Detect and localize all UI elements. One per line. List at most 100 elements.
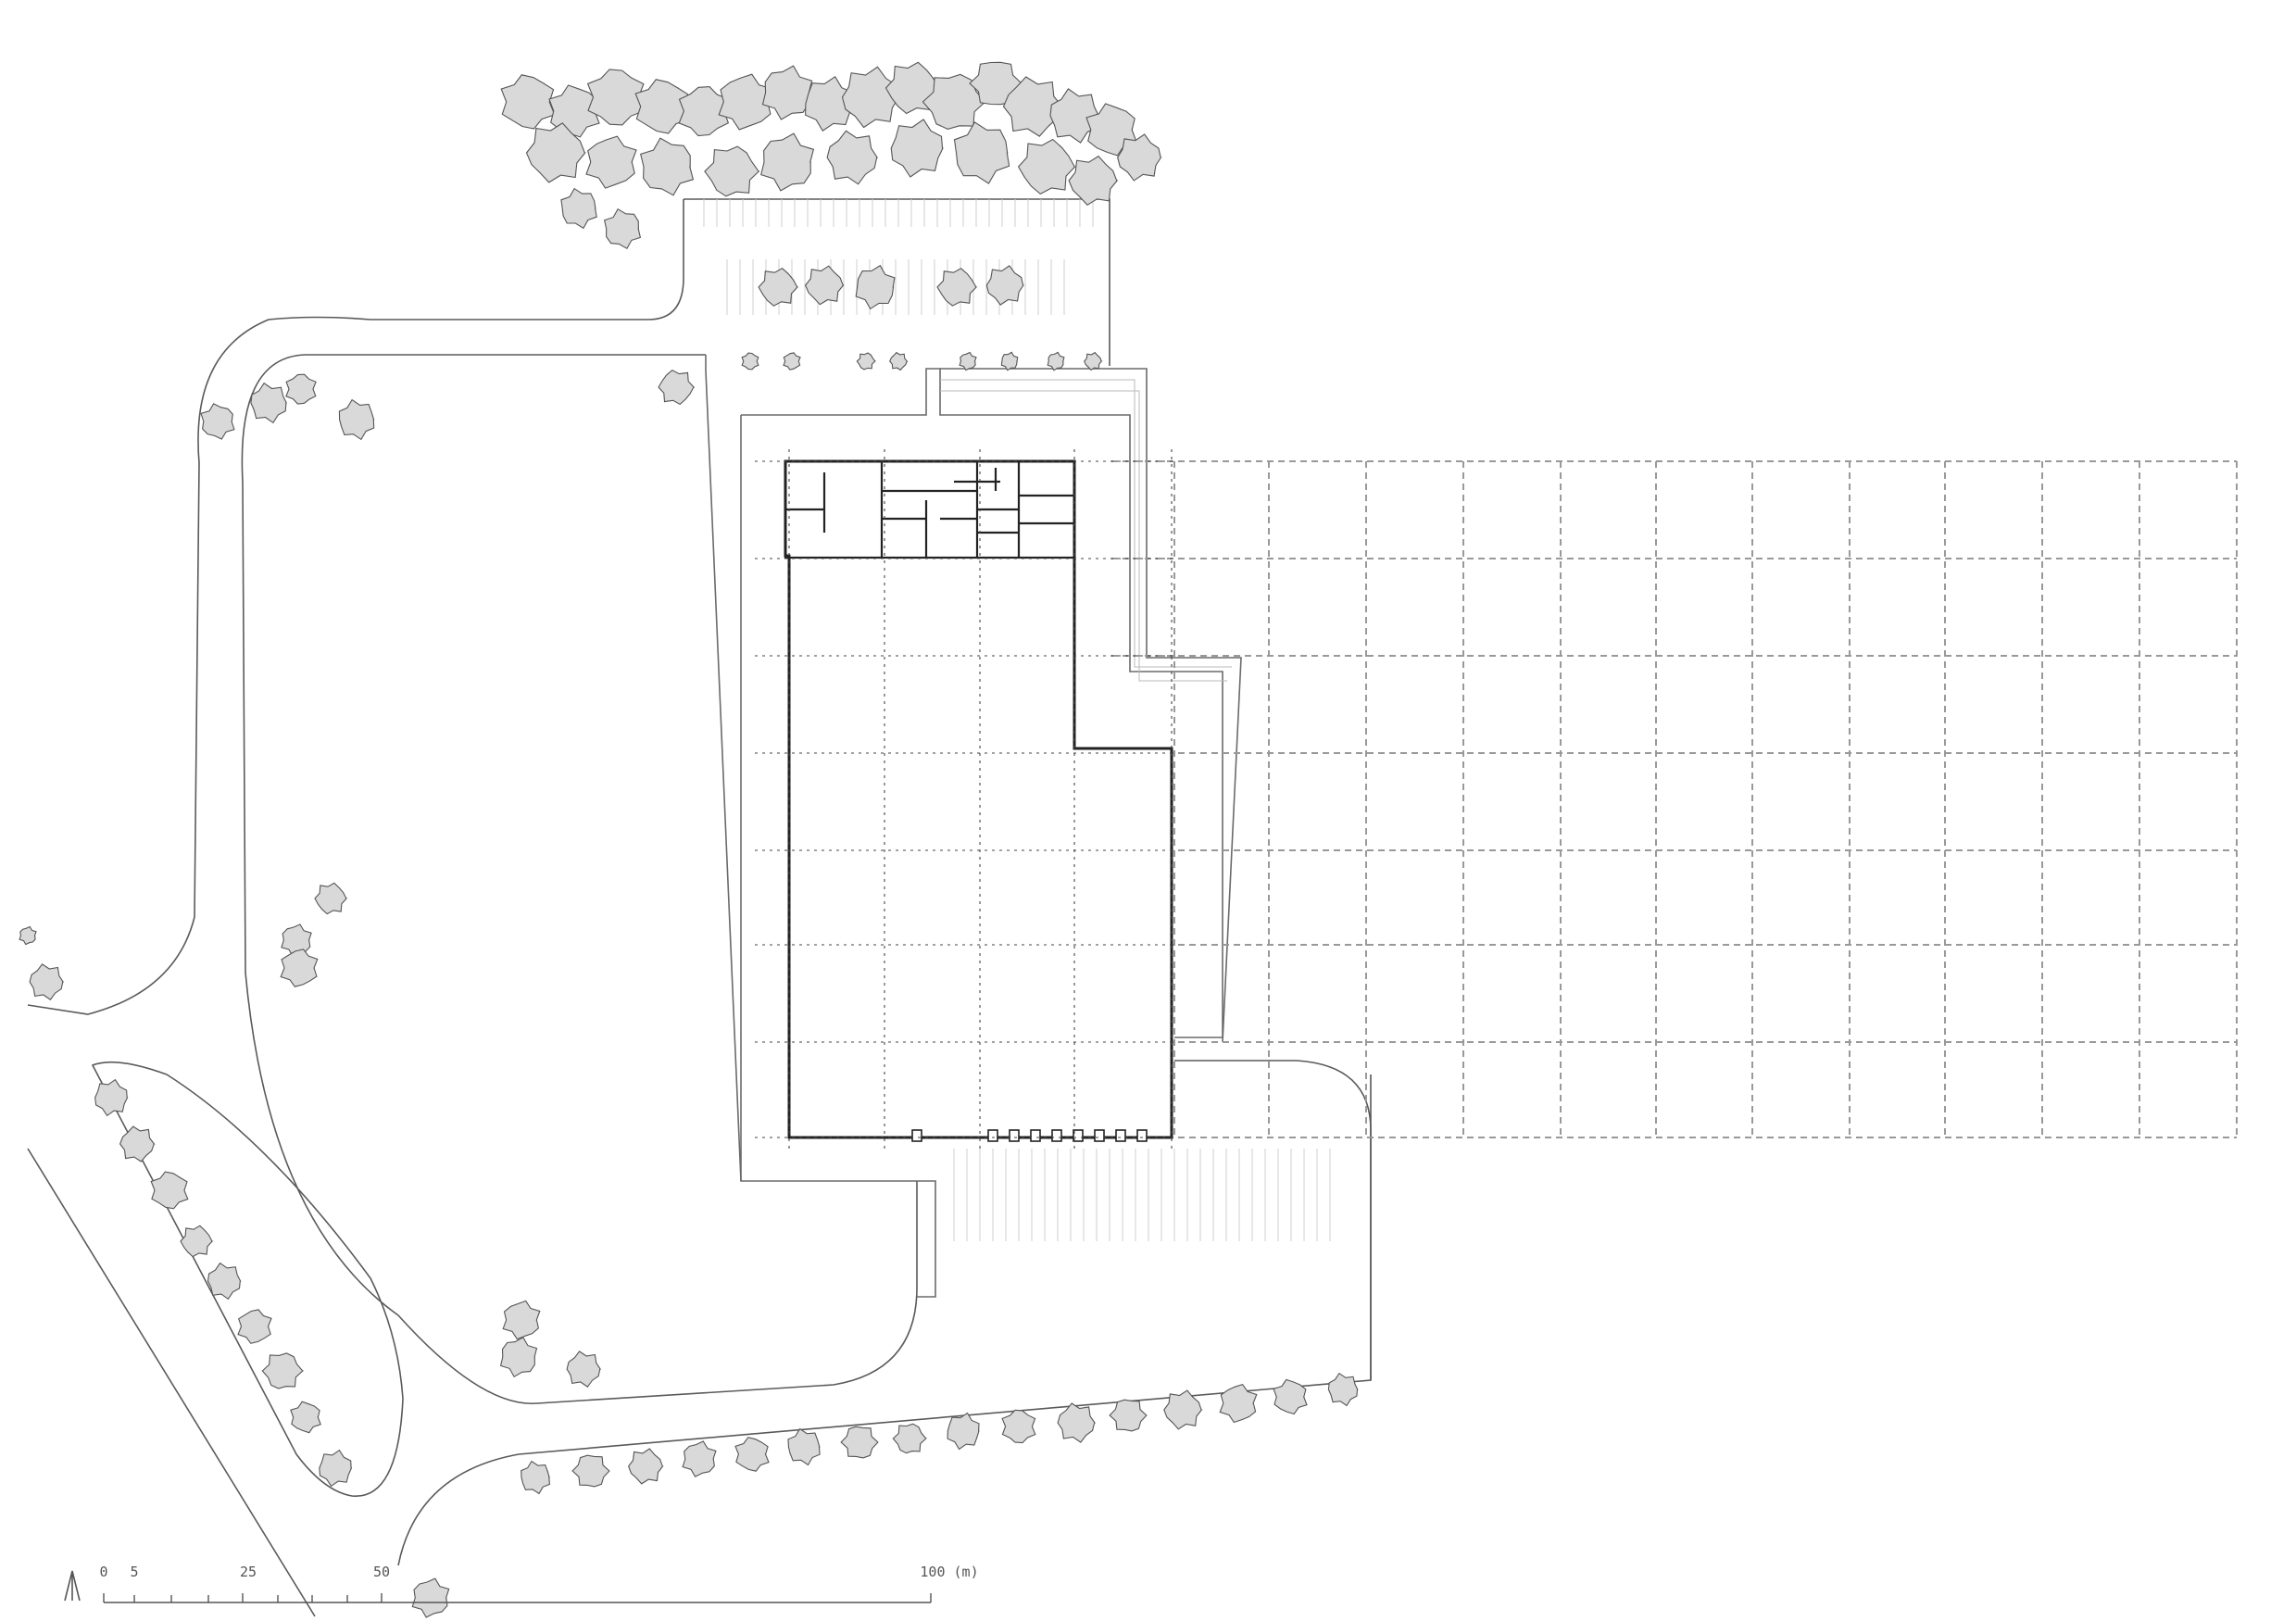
tree-cluster-north	[585, 135, 637, 189]
scale-label-100m: 100 (m)	[920, 1564, 978, 1580]
shrub	[741, 352, 759, 371]
tree	[658, 369, 696, 406]
tree-cluster-north	[841, 66, 900, 129]
tree	[338, 398, 375, 441]
tree	[840, 1426, 879, 1459]
tree	[947, 1412, 980, 1451]
tree	[1109, 1399, 1148, 1432]
platform-north	[741, 368, 1223, 1038]
tree-cluster-north	[634, 79, 690, 134]
scale-label-50: 50	[373, 1564, 390, 1580]
tree	[804, 265, 845, 306]
tree-cluster-north	[640, 137, 695, 196]
loading-dock	[1115, 1129, 1126, 1142]
tree	[627, 1448, 664, 1485]
tree	[19, 925, 37, 946]
scale-bar	[103, 1593, 932, 1603]
tree	[237, 1309, 272, 1344]
tree-cluster-north	[500, 74, 556, 130]
road-edge-south	[397, 1074, 1372, 1566]
tree	[892, 1423, 928, 1454]
tree	[566, 1351, 602, 1388]
building-wall	[784, 459, 1173, 1139]
scale-bar-labels: 0 5 25 50 100 (m)	[99, 1564, 978, 1580]
tree	[280, 949, 319, 987]
tree	[250, 382, 288, 424]
tree	[1057, 1402, 1097, 1443]
offset-line-b	[940, 390, 1227, 682]
platform-offset-lines	[940, 379, 1232, 682]
scale-label-25: 25	[240, 1564, 257, 1580]
scale-label-5: 5	[130, 1564, 138, 1580]
tree	[571, 1454, 610, 1488]
tree	[290, 1401, 321, 1434]
parking-north-outline	[684, 198, 1110, 366]
tree	[499, 1337, 538, 1378]
tree	[150, 1171, 189, 1210]
tree	[682, 1440, 717, 1477]
tree-cluster-north	[1002, 76, 1063, 137]
road-edge-diagonal-2	[91, 1061, 404, 1497]
tree-cluster-north	[890, 119, 944, 178]
building-grid	[755, 449, 1176, 1153]
loading-dock	[1094, 1129, 1105, 1142]
shrub	[856, 352, 877, 371]
tree	[603, 207, 642, 250]
tree	[1219, 1383, 1258, 1424]
loading-dock	[1051, 1129, 1062, 1142]
tree	[560, 187, 597, 230]
road-edge-west	[27, 199, 684, 1015]
vegetation	[19, 61, 1359, 1618]
tree-cluster-north	[761, 65, 813, 120]
loading-docks	[911, 1129, 1148, 1142]
tree	[855, 264, 896, 310]
shrub	[1084, 351, 1103, 371]
loading-dock	[1030, 1129, 1041, 1142]
scale-label-0: 0	[99, 1564, 107, 1580]
parking-stalls-south	[953, 1149, 1331, 1241]
tree-cluster-north	[586, 69, 646, 126]
tree	[734, 1437, 770, 1472]
tree-cluster-north	[826, 130, 879, 185]
road-edge-east	[241, 354, 706, 974]
tree	[94, 1078, 129, 1117]
tree	[985, 265, 1024, 306]
tree-cluster-north	[704, 145, 760, 197]
north-arrow-icon	[64, 1570, 81, 1602]
tree	[1273, 1378, 1308, 1415]
shrub	[1000, 351, 1019, 371]
tree	[936, 268, 978, 307]
tree	[261, 1352, 305, 1389]
building	[784, 459, 1173, 1142]
offset-line-a	[940, 379, 1232, 668]
loading-dock	[911, 1129, 922, 1142]
tree	[119, 1125, 156, 1162]
tree	[758, 268, 799, 307]
tree	[285, 373, 317, 405]
loading-dock	[1009, 1129, 1020, 1142]
shrub	[783, 352, 801, 371]
tree-cluster-north	[525, 122, 586, 183]
shrub	[1047, 351, 1065, 371]
tree	[180, 1225, 214, 1258]
tree	[207, 1262, 242, 1301]
loading-dock	[1073, 1129, 1084, 1142]
tree-cluster-north	[760, 132, 815, 192]
loading-dock	[987, 1129, 998, 1142]
tree	[1327, 1372, 1359, 1407]
tree-cluster-north	[1117, 133, 1162, 182]
platform-outer	[705, 355, 936, 1298]
tree	[200, 403, 235, 440]
tree	[314, 882, 348, 915]
tree-cluster-north	[1049, 88, 1100, 144]
tree	[1001, 1409, 1036, 1444]
loading-dock	[1136, 1129, 1148, 1142]
parking-stalls-north	[703, 199, 1094, 315]
tree	[1163, 1389, 1203, 1430]
road-edge-south-curve	[245, 972, 918, 1404]
platform-east-outer	[940, 368, 1242, 1043]
extension-grid	[1111, 460, 2238, 1138]
tree	[29, 963, 65, 1000]
road-edge-diagonal-1	[27, 1148, 316, 1617]
